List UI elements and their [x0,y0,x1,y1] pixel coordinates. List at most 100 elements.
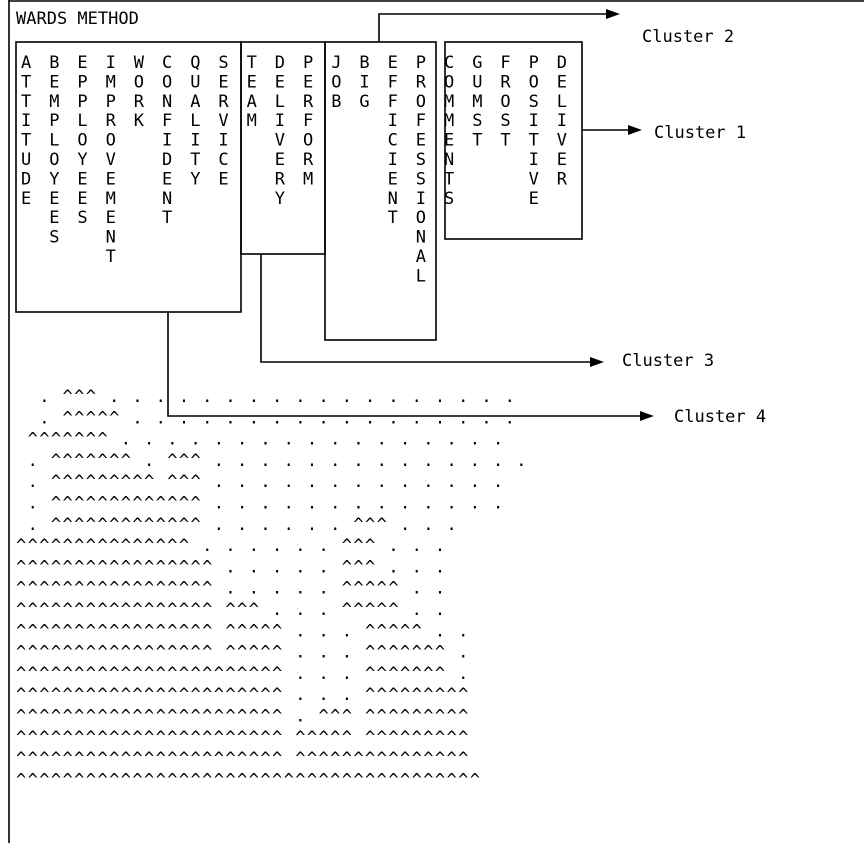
variable-letter: L [275,92,285,112]
caret-rows: . ^^^ . . . . . . . . . . . . . . . . . … [16,387,528,790]
variable-letter: O [331,72,341,92]
variable-letter: I [388,150,398,170]
variable-letter: E [77,53,87,73]
dendrogram-row: ^^^^^^^^^^^^^^^^^ ^^^^^ . . . ^^^^^^^ . [16,643,470,663]
variable-letter: V [106,150,116,170]
variable-letter: R [557,169,568,189]
variable-letter: Y [190,169,200,189]
variable-letter: A [190,92,200,112]
variable-letter: T [247,53,257,73]
dendrogram-row: ^^^^^^^^^^^^^^^^^^^^^^^ . ^^^ ^^^^^^^^^ [16,707,470,727]
variable-letter: E [247,72,257,92]
dendrogram-row: . ^^^^^^^^^ ^^^ . . . . . . . . . . . . … [16,472,505,492]
variable-letter: I [218,131,228,151]
variable-letter: E [388,53,398,73]
variable-letter: C [444,53,454,73]
variable-letter: O [529,72,539,92]
variable-letter: M [444,111,454,131]
variable-letter: C [218,150,228,170]
variable-letter: T [106,247,116,267]
variable-letter: F [416,111,426,131]
variable-letter: S [77,208,87,228]
variable-letter: Y [49,169,59,189]
variable-letter: S [472,111,482,131]
variable-letter: T [444,169,454,189]
variable-letter: O [49,150,59,170]
variable-letter: S [500,111,510,131]
variable-letter: I [557,111,567,131]
variable-letter: I [162,131,172,151]
variable-letter: I [529,111,539,131]
dendrogram-row: . ^^^^^^^ . ^^^ . . . . . . . . . . . . … [16,451,528,471]
variable-letter: R [134,92,145,112]
variable-letter: E [388,169,398,189]
variable-letter: E [303,72,313,92]
variable-letter: E [162,169,172,189]
variable-letter: E [77,189,87,209]
variable-letter: N [416,228,426,248]
variable-letter: O [162,72,172,92]
variable-letter: I [388,111,398,131]
variable-letter: F [303,111,313,131]
variable-letter: O [416,208,426,228]
variable-letter: A [247,92,257,112]
variable-letter: S [416,150,426,170]
variable-letter: M [106,72,116,92]
variable-letter: B [359,53,369,73]
variable-letter: P [303,53,313,73]
dendrogram-row: ^^^^^^^^^^^^^^^^^^^^^^^ ^^^^^^^^^^^^^^^ [16,749,470,769]
dendrogram-row: ^^^^^^^^^^^^^^^^^ . . . . . ^^^ . . . [16,557,447,577]
variable-letter: P [77,72,87,92]
variable-letter: E [444,131,454,151]
variable-letter: V [557,131,567,151]
dendrogram-row: . ^^^^^^^^^^^^^ . . . . . . . . . . . . … [16,494,505,514]
cluster-1-arrowhead [628,125,642,135]
variable-letter: V [218,111,228,131]
cluster-4-label: Cluster 4 [674,407,766,427]
variable-letter: A [21,53,31,73]
variable-letter: I [275,111,285,131]
dendrogram-row: ^^^^^^^^^^^^^^^^^^^^^^^ . . . ^^^^^^^^^ [16,685,470,705]
variable-letter: M [247,111,257,131]
variable-letter: E [21,189,31,209]
variable-letter: R [500,72,511,92]
variable-letter: E [49,189,59,209]
variable-letter: V [275,131,285,151]
variable-letter: F [388,72,398,92]
variable-letter: O [416,92,426,112]
variable-letter: L [77,111,87,131]
variable-letter: D [162,150,172,170]
variable-letter: E [275,72,285,92]
variable-letter: M [444,92,454,112]
variable-letter: G [359,92,369,112]
variable-letter: E [77,169,87,189]
cluster-2-connector [378,13,610,42]
variable-letter: N [444,150,454,170]
dendrogram-row: ^^^^^^^^^^^^^^^^^ . . . . . ^^^^^ . . [16,579,447,599]
variable-letter: O [444,72,454,92]
variable-letter: E [218,169,228,189]
variable-letter: R [303,92,314,112]
variable-letter: E [275,150,285,170]
variable-letter: I [529,150,539,170]
variable-letter: O [106,131,116,151]
variable-letter: T [21,92,31,112]
variable-letter: I [359,72,369,92]
variable-letter: P [529,53,539,73]
variable-letter: O [134,72,144,92]
variable-letter: S [529,92,539,112]
variable-letter: S [444,189,454,209]
variable-letter: T [162,208,172,228]
variable-letter: O [500,92,510,112]
cluster-2-box [324,41,437,341]
variable-letter: V [529,169,539,189]
variable-letter: F [162,111,172,131]
variable-letter: I [416,189,426,209]
variable-letter: R [106,111,117,131]
variable-letter: U [472,72,482,92]
dendrogram-row: ^^^^^^^^^^^^^^^ . . . . . . ^^^ . . . [16,536,447,556]
variable-letter: L [557,92,567,112]
cluster-3-arrowhead [590,357,604,367]
cluster-2-arrowhead [606,9,620,19]
